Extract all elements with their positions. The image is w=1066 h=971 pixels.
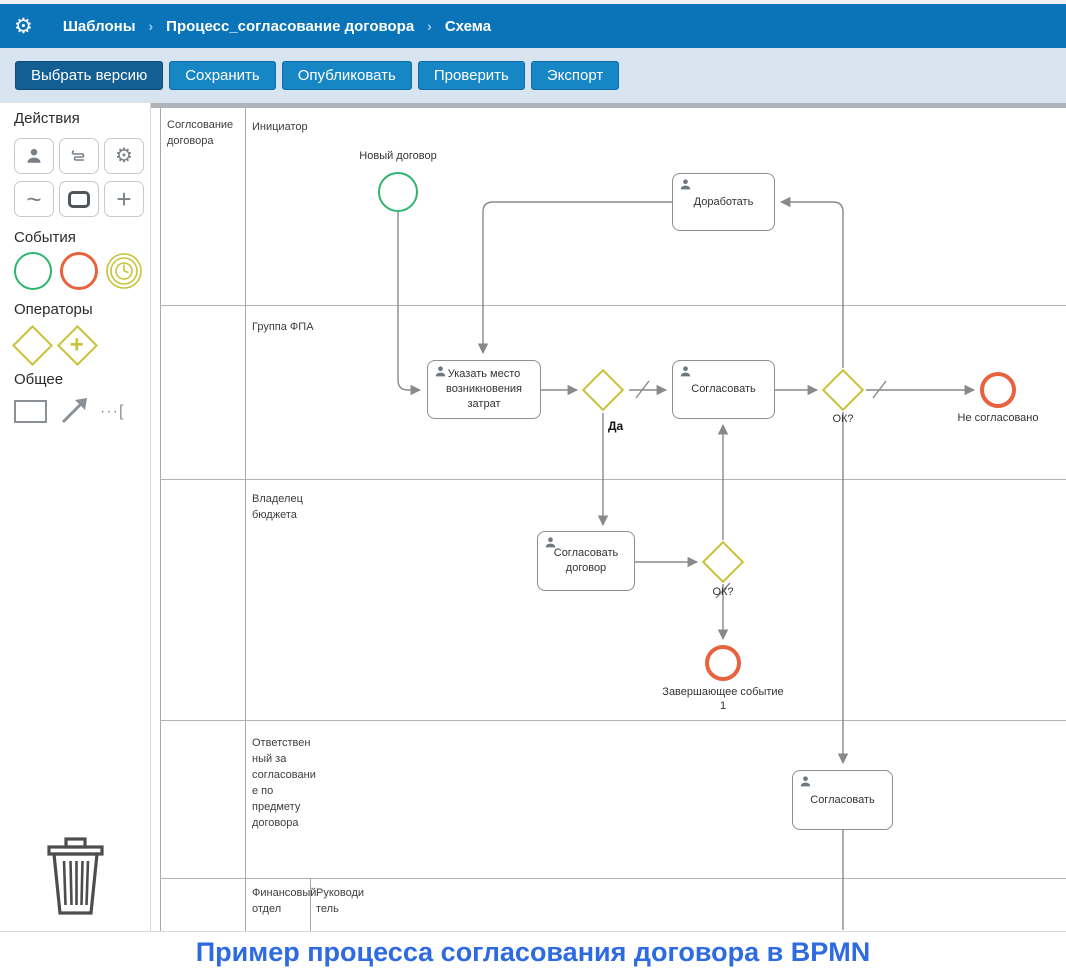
parallel-gateway-icon: + <box>56 324 98 366</box>
export-button[interactable]: Экспорт <box>530 61 620 90</box>
lane-label-budget-owner: Владелец бюджета <box>252 493 303 521</box>
end-event-final[interactable] <box>705 645 741 681</box>
script-task-tool[interactable] <box>59 138 99 174</box>
save-button[interactable]: Сохранить <box>169 61 276 90</box>
palette-section-actions-title: Действия <box>14 110 80 127</box>
person-icon <box>680 366 691 377</box>
arrow-tool[interactable] <box>58 393 92 427</box>
task-approve-contract[interactable]: Согласовать договор <box>537 531 635 591</box>
gateway-icon <box>11 324 53 366</box>
gateway-ok-budget-label: ОК? <box>712 586 734 598</box>
wave-task-tool[interactable]: ~ <box>14 181 54 217</box>
canvas-bottom-border <box>0 931 1066 932</box>
pool-label: Соглсование договора <box>167 119 234 147</box>
header-bar: ⚙ Шаблоны › Процесс_согласование договор… <box>0 4 1066 48</box>
user-task-tool[interactable] <box>14 138 54 174</box>
sublane-divider <box>310 878 311 931</box>
check-button[interactable]: Проверить <box>417 61 525 90</box>
task-label: Доработать <box>693 195 754 208</box>
parallel-gateway-tool[interactable]: + <box>55 323 99 367</box>
pool-left-border <box>160 108 161 931</box>
lane-divider <box>160 305 1066 306</box>
timer-event-tool[interactable] <box>104 251 144 291</box>
gateway-ok-fpa[interactable] <box>821 368 865 412</box>
person-icon <box>680 179 691 190</box>
start-event-tool[interactable] <box>14 252 52 290</box>
flow-rework-to-specify <box>477 201 672 355</box>
toolbar: Выбрать версию Сохранить Опубликовать Пр… <box>0 48 1066 103</box>
breadcrumb-item-templates[interactable]: Шаблоны <box>62 17 136 35</box>
annotation-tool[interactable]: ···[ <box>100 403 125 420</box>
person-icon <box>800 776 811 787</box>
canvas-top-border <box>151 103 1066 108</box>
lane-divider <box>160 479 1066 480</box>
breadcrumb-item-schema[interactable]: Схема <box>444 17 492 35</box>
start-event-label: Новый договор <box>359 150 437 162</box>
gateway-tool[interactable] <box>10 323 54 367</box>
lane-label-manager: Руководи тель <box>316 887 365 915</box>
flow-gateway-ok2-to-rework <box>779 196 844 368</box>
gateway-after-specify[interactable] <box>581 368 625 412</box>
person-icon <box>545 537 556 548</box>
task-label: Согласовать договор <box>553 547 619 574</box>
person-icon <box>435 366 446 377</box>
task-label: Согласовать <box>810 793 875 806</box>
gateway-ok-fpa-label: ОК? <box>832 413 854 425</box>
lane-label-fpa-group: Группа ФПА <box>252 321 314 333</box>
lane-label-finance-dept: Финансовый отдел <box>252 887 317 915</box>
trash-icon <box>47 837 104 915</box>
gateway-yes-label: Да <box>608 419 624 433</box>
task-specify-cost-location[interactable]: Указать место возникновения затрат <box>427 360 541 419</box>
palette-section-operators-title: Операторы <box>14 301 93 318</box>
default-flow-slash <box>872 380 887 399</box>
lane-divider <box>160 878 1066 879</box>
trash-drop-zone[interactable] <box>38 835 114 917</box>
settings-gear-icon[interactable]: ⚙ <box>14 14 33 38</box>
task-approve-responsible[interactable]: Согласовать <box>792 770 893 830</box>
gear-icon: ⚙ <box>115 145 133 167</box>
task-approve-fpa[interactable]: Согласовать <box>672 360 775 419</box>
lane-divider <box>160 720 1066 721</box>
service-task-tool[interactable]: ⚙ <box>104 138 144 174</box>
figure-caption: Пример процесса согласования договора в … <box>0 933 1066 971</box>
expand-tool[interactable]: + <box>104 181 144 217</box>
task-rework[interactable]: Доработать <box>672 173 775 231</box>
breadcrumb: Шаблоны › Процесс_согласование договора … <box>63 18 491 35</box>
subprocess-tool[interactable] <box>59 181 99 217</box>
task-label: Указать место возникновения затрат <box>446 368 522 410</box>
task-label: Согласовать <box>691 383 756 396</box>
publish-button[interactable]: Опубликовать <box>281 61 412 90</box>
wave-icon: ~ <box>26 184 42 214</box>
subprocess-icon <box>68 190 90 208</box>
breadcrumb-item-process[interactable]: Процесс_согласование договора <box>166 17 415 35</box>
person-icon <box>27 148 41 163</box>
choose-version-button[interactable]: Выбрать версию <box>15 61 164 90</box>
end-not-approved-label: Не согласовано <box>957 412 1039 424</box>
element-palette: Действия ⚙ ~ + События Операторы <box>0 103 151 931</box>
default-flow-slash <box>635 380 650 399</box>
palette-section-general-title: Общее <box>14 371 64 388</box>
arrow-icon <box>61 398 87 424</box>
gateway-ok-budget[interactable] <box>701 540 745 584</box>
lane-label-initiator: Инициатор <box>252 121 308 133</box>
palette-section-events-title: События <box>14 229 76 246</box>
end-event-not-approved[interactable] <box>980 372 1016 408</box>
window-top-strip <box>0 0 1066 4</box>
pool-label-divider <box>245 108 246 931</box>
breadcrumb-separator-icon: › <box>148 18 154 34</box>
rectangle-tool[interactable] <box>14 400 47 423</box>
plus-icon: + <box>116 184 132 214</box>
timer-icon <box>106 253 142 289</box>
lane-label-responsible: Ответствен ный за согласовани е по предм… <box>252 737 316 829</box>
flow-start-to-specify <box>397 212 422 396</box>
start-event-new-contract[interactable] <box>378 172 418 212</box>
script-icon <box>71 150 85 161</box>
end-final-label: Завершающее событие 1 <box>662 686 784 713</box>
end-event-tool[interactable] <box>60 252 98 290</box>
breadcrumb-separator-icon: › <box>427 18 432 34</box>
